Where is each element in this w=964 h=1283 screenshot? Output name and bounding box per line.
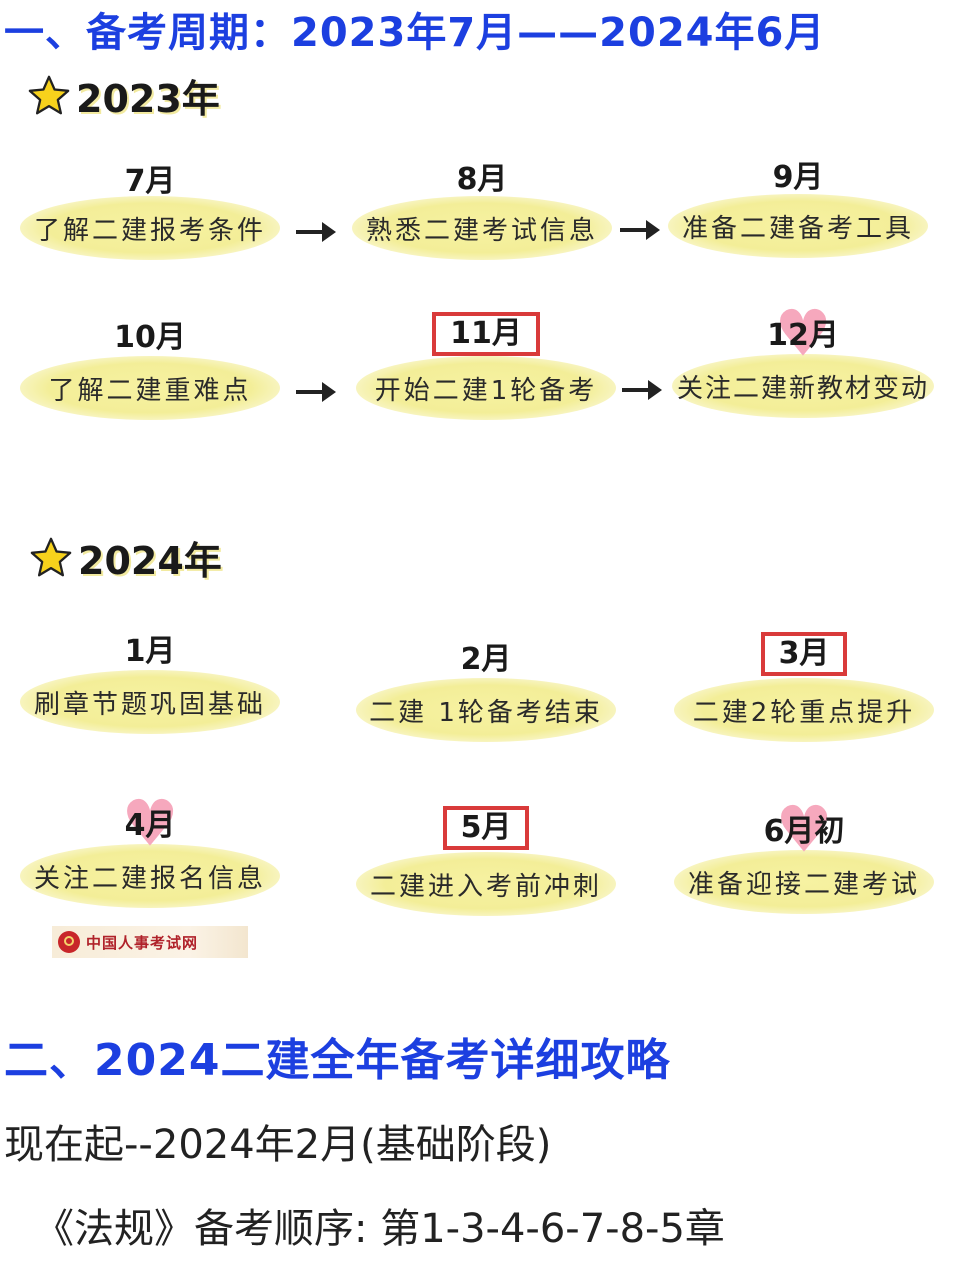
step-2023-sep: 9月 准备二建备考工具 xyxy=(668,160,928,270)
step-pill: 二建2轮重点提升 xyxy=(674,678,934,742)
step-month-heart: 4月 xyxy=(20,808,280,844)
arrow-right-icon xyxy=(296,222,336,242)
step-pill: 开始二建1轮备考 xyxy=(356,356,616,420)
step-month: 9月 xyxy=(772,160,824,195)
step-2023-dec: 12月 关注二建新教材变动 xyxy=(672,318,934,428)
step-2023-aug: 8月 熟悉二建考试信息 xyxy=(352,160,612,270)
star-icon xyxy=(30,537,72,576)
section-heading-strategy: 二、2024二建全年备考详细攻略 xyxy=(4,1035,671,1086)
step-2024-jun: 6月初 准备迎接二建考试 xyxy=(674,814,934,924)
step-pill: 准备二建备考工具 xyxy=(668,194,928,258)
step-month-highlight: 11月 xyxy=(356,312,616,356)
step-month: 2月 xyxy=(460,642,512,677)
step-2024-apr: 4月 关注二建报名信息 xyxy=(20,808,280,918)
step-month-heart: 6月初 xyxy=(674,814,934,850)
step-pill: 准备迎接二建考试 xyxy=(674,850,934,914)
step-month-heart: 12月 xyxy=(672,318,934,354)
step-month-highlight: 3月 xyxy=(674,632,934,676)
step-2024-jan: 1月 刷章节题巩固基础 xyxy=(20,634,280,744)
year-2023-text: 2023年 xyxy=(76,77,220,121)
step-2023-nov: 11月 开始二建1轮备考 xyxy=(356,312,616,422)
cpta-logo: 中国人事考试网 xyxy=(52,926,248,958)
step-pill: 二建 1轮备考结束 xyxy=(356,678,616,742)
step-2024-may: 5月 二建进入考前冲刺 xyxy=(356,806,616,926)
arrow-right-icon xyxy=(620,220,660,240)
section-heading-cycle: 一、备考周期：2023年7月——2024年6月 xyxy=(4,10,826,56)
year-2023-label: 2023年 xyxy=(26,68,220,123)
step-pill: 了解二建报考条件 xyxy=(20,196,280,260)
study-order-text: 《法规》备考顺序: 第1-3-4-6-7-8-5章 xyxy=(34,1206,725,1252)
logo-text: 中国人事考试网 xyxy=(86,933,199,952)
step-2024-mar: 3月 二建2轮重点提升 xyxy=(674,632,934,752)
step-2024-feb: 2月 二建 1轮备考结束 xyxy=(356,642,616,752)
step-month: 1月 xyxy=(124,634,176,669)
step-2023-oct: 10月 了解二建重难点 xyxy=(20,320,280,430)
step-pill: 了解二建重难点 xyxy=(20,356,280,420)
star-icon xyxy=(28,75,70,114)
arrow-right-icon xyxy=(296,382,336,402)
emblem-icon xyxy=(58,931,80,953)
step-month: 7月 xyxy=(124,164,176,199)
step-pill: 刷章节题巩固基础 xyxy=(20,670,280,734)
step-month-highlight: 5月 xyxy=(356,806,616,850)
arrow-right-icon xyxy=(622,380,662,400)
step-pill: 熟悉二建考试信息 xyxy=(352,196,612,260)
step-month: 10月 xyxy=(114,320,186,355)
step-pill: 二建进入考前冲刺 xyxy=(356,852,616,916)
year-2024-label: 2024年 xyxy=(28,530,222,585)
phase-text: 现在起--2024年2月(基础阶段) xyxy=(4,1122,552,1168)
year-2024-text: 2024年 xyxy=(78,539,222,583)
step-month: 8月 xyxy=(456,162,508,197)
step-2023-jul: 7月 了解二建报考条件 xyxy=(20,160,280,270)
